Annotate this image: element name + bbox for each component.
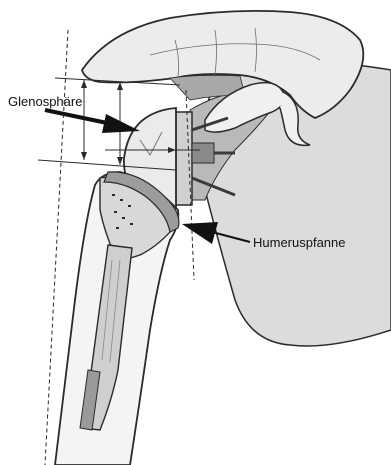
glenosphere-leader-arrow — [45, 110, 140, 133]
baseplate-peg — [192, 143, 214, 163]
humeral-cup-label: Humeruspfanne — [253, 236, 346, 249]
glenosphere-label: Glenosphäre — [8, 95, 82, 108]
